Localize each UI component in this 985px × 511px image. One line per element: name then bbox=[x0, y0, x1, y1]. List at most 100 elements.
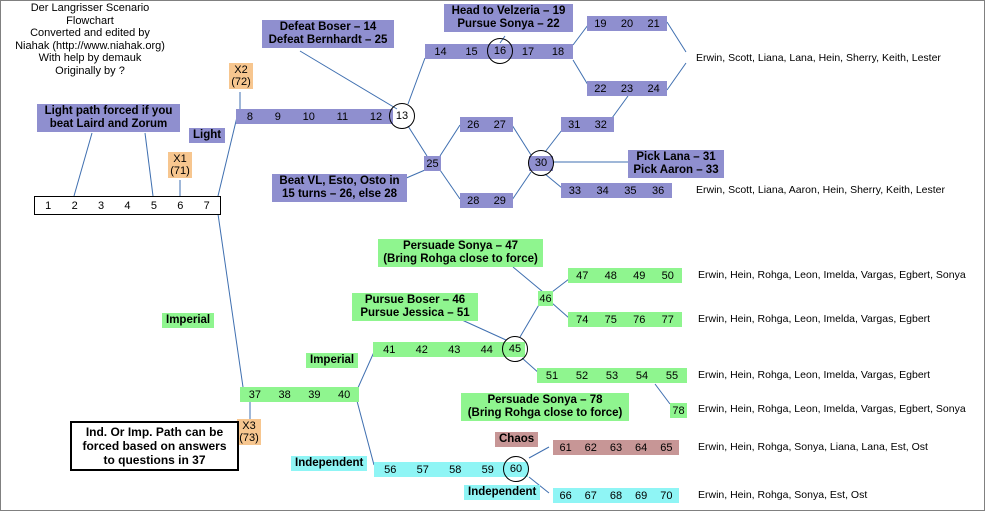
scenario-node: 75 bbox=[604, 313, 617, 326]
scenario-node: 14 bbox=[434, 45, 447, 58]
scenario-node: 31 bbox=[568, 118, 581, 131]
persuade-label: Persuade Sonya – 47 (Bring Rohga close t… bbox=[378, 239, 543, 267]
scenario-node: 3 bbox=[97, 199, 105, 212]
scenario-node: 32 bbox=[594, 118, 607, 131]
scenario-node: 17 bbox=[521, 45, 535, 58]
imperial-bar-74-77: 74 75 76 77 bbox=[568, 312, 682, 327]
imperial-bar-51-55: 51 52 53 54 55 bbox=[537, 368, 687, 383]
defeat-label-line: Defeat Bernhardt – 25 bbox=[268, 34, 388, 46]
scenario-node: 41 bbox=[383, 343, 396, 356]
scenario-node: 22 bbox=[594, 82, 607, 95]
imperial-bar-47-50: 47 48 49 50 bbox=[568, 268, 682, 283]
ind-imp-note: Ind. Or Imp. Path can be forced based on… bbox=[70, 421, 239, 471]
pursue-label-line: Pursue Jessica – 51 bbox=[360, 307, 470, 319]
velzeria-label-line: Head to Velzeria – 19 bbox=[451, 5, 566, 17]
scenario-node: 34 bbox=[596, 184, 609, 197]
persuade78-label-line: Persuade Sonya – 78 bbox=[487, 394, 603, 406]
x3-label: X3 bbox=[242, 420, 256, 432]
scenario-node: 61 bbox=[559, 441, 572, 454]
scenario-node: 36 bbox=[652, 184, 665, 197]
roster-78: Erwin, Hein, Rohga, Leon, Imelda, Vargas… bbox=[698, 403, 966, 415]
scenario-node-25: 25 bbox=[424, 156, 441, 171]
scenario-node: 5 bbox=[150, 199, 157, 212]
persuade-label-line: Persuade Sonya – 47 bbox=[402, 240, 519, 252]
scenario-node: 43 bbox=[448, 343, 461, 356]
scenario-node: 64 bbox=[635, 441, 648, 454]
x3-box: X3 (73) bbox=[237, 419, 261, 445]
independent-bar-56-59: 56 57 58 59 bbox=[374, 462, 504, 477]
scenario-node: 27 bbox=[493, 118, 506, 131]
scenario-node: 57 bbox=[416, 463, 429, 476]
scenario-node: 37 bbox=[248, 388, 261, 401]
scenario-node: 58 bbox=[449, 463, 462, 476]
scenario-node: 50 bbox=[661, 269, 674, 282]
pursue-label: Pursue Boser – 46 Pursue Jessica – 51 bbox=[352, 293, 478, 321]
imperial-bar-37-40: 37 38 39 40 bbox=[240, 387, 359, 402]
credits-line: Der Langrisser Scenario bbox=[30, 2, 150, 14]
credits-line: With help by demauk bbox=[38, 52, 142, 64]
scenario-node: 65 bbox=[660, 441, 673, 454]
scenario-node: 52 bbox=[575, 369, 589, 382]
light-forced-note: Light path forced if you beat Laird and … bbox=[37, 104, 180, 132]
scenario-node: 69 bbox=[635, 489, 648, 502]
roster-47: Erwin, Hein, Rohga, Leon, Imelda, Vargas… bbox=[698, 269, 966, 281]
roster-74: Erwin, Hein, Rohga, Leon, Imelda, Vargas… bbox=[698, 313, 931, 325]
start-scenarios-box: 1 2 3 4 5 6 7 bbox=[34, 196, 221, 215]
scenario-node: 7 bbox=[203, 199, 210, 212]
ind-imp-note-line: to questions in 37 bbox=[103, 453, 206, 467]
scenario-node: 66 bbox=[559, 489, 572, 502]
x2-box: X2 (72) bbox=[229, 63, 253, 89]
scenario-node: 19 bbox=[594, 17, 607, 30]
scenario-node: 56 bbox=[384, 463, 397, 476]
credits-line: Converted and edited by bbox=[30, 27, 150, 39]
pick-label-line: Pick Lana – 31 bbox=[636, 151, 716, 163]
persuade78-label: Persuade Sonya – 78 (Bring Rohga close t… bbox=[461, 393, 629, 421]
scenario-node: 77 bbox=[661, 313, 674, 326]
light-bar-14-15: 14 15 bbox=[425, 44, 487, 59]
x1-value: (71) bbox=[170, 165, 190, 177]
scenario-node: 20 bbox=[620, 17, 634, 30]
scenario-node: 23 bbox=[620, 82, 634, 95]
independent-bar-66-70: 66 67 68 69 70 bbox=[553, 488, 679, 503]
independent-label-2: Independent bbox=[464, 485, 541, 500]
scenario-node: 26 bbox=[467, 118, 480, 131]
scenario-node: 11 bbox=[336, 110, 349, 123]
scenario-node: 55 bbox=[665, 369, 679, 382]
light-bar-28-29: 28 29 bbox=[460, 193, 513, 208]
scenario-node: 39 bbox=[308, 388, 321, 401]
roster-light-1: Erwin, Scott, Liana, Lana, Hein, Sherry,… bbox=[696, 52, 941, 64]
scenario-node: 54 bbox=[635, 369, 649, 382]
scenario-node: 51 bbox=[545, 369, 559, 382]
persuade-label-line: (Bring Rohga close to force) bbox=[383, 253, 538, 265]
scenario-node: 9 bbox=[274, 110, 281, 123]
light-bar-8-12: 8 9 10 11 12 bbox=[236, 109, 393, 124]
independent-label: Independent bbox=[291, 456, 368, 471]
pick-label: Pick Lana – 31 Pick Aaron – 33 bbox=[628, 150, 724, 178]
scenario-node: 76 bbox=[633, 313, 646, 326]
light-bar-17-18: 17 18 bbox=[513, 44, 573, 59]
credits-block: Der Langrisser Scenario Flowchart Conver… bbox=[10, 2, 170, 77]
scenario-node: 49 bbox=[633, 269, 646, 282]
light-forced-note-text: Light path forced if you beat Laird and … bbox=[44, 105, 173, 130]
beat-vl-label-line: 15 turns – 26, else 28 bbox=[281, 188, 398, 200]
pursue-label-line: Pursue Boser – 46 bbox=[364, 294, 466, 306]
scenario-node: 33 bbox=[568, 184, 581, 197]
pick-label-line: Pick Aaron – 33 bbox=[633, 164, 719, 176]
chaos-label: Chaos bbox=[495, 432, 539, 447]
chaos-bar-61-65: 61 62 63 64 65 bbox=[553, 440, 679, 455]
scenario-node: 15 bbox=[465, 45, 478, 58]
light-bar-31-32: 31 32 bbox=[561, 117, 614, 132]
scenario-node: 6 bbox=[177, 199, 184, 212]
imperial-label-mid: Imperial bbox=[306, 353, 359, 368]
velzeria-label: Head to Velzeria – 19 Pursue Sonya – 22 bbox=[444, 4, 573, 32]
scenario-node: 21 bbox=[647, 17, 660, 30]
scenario-node: 12 bbox=[369, 110, 383, 123]
scenario-node: 10 bbox=[302, 110, 315, 123]
scenario-node: 2 bbox=[71, 199, 78, 212]
credits-line: Originally by ? bbox=[55, 64, 125, 77]
imperial-label-left: Imperial bbox=[162, 313, 215, 328]
light-bar-33-36: 33 34 35 36 bbox=[561, 183, 672, 198]
credits-line: Niahak (http://www.niahak.org) bbox=[15, 39, 165, 52]
scenario-node: 67 bbox=[584, 489, 597, 502]
scenario-node: 42 bbox=[415, 343, 428, 356]
